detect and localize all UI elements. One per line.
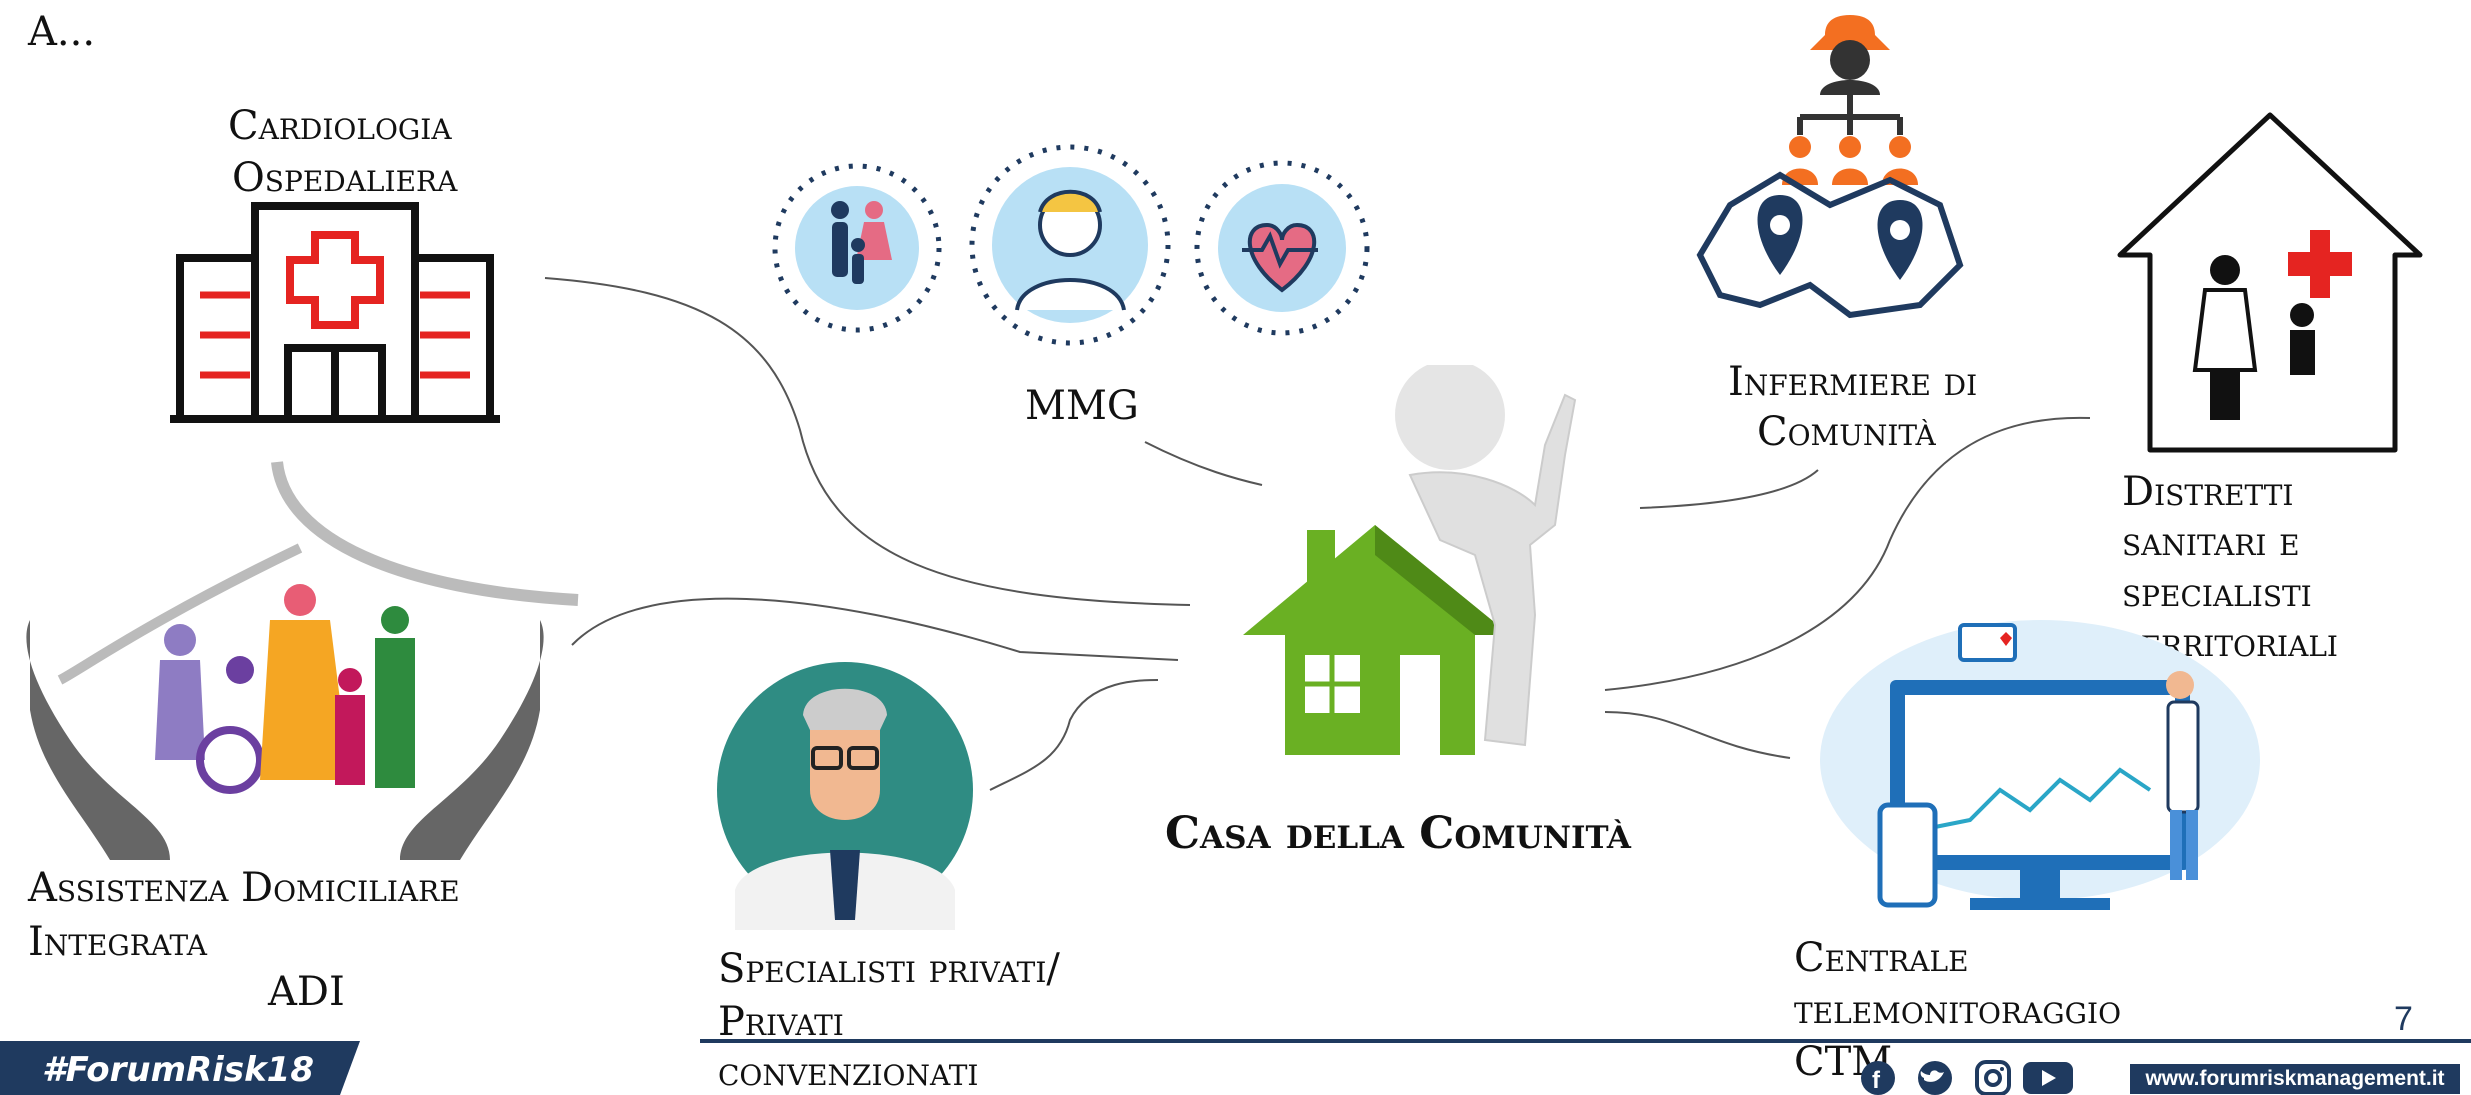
instagram-icon[interactable]: [1975, 1060, 2011, 1095]
distretti-label-3: specialisti: [2122, 570, 2312, 616]
specialisti-label-2: Privati: [718, 999, 844, 1045]
cardiologia-label-1: Cardiologia: [228, 103, 452, 149]
specialisti-label-3: convenzionati: [718, 1049, 979, 1095]
infermiere-label-1: Infermiere di: [1728, 359, 1978, 405]
adi-label-3: ADI: [268, 969, 345, 1015]
social-icons: f: [1861, 1060, 2073, 1095]
top-fragment: A...: [28, 9, 96, 55]
distretti-label-1: Distretti: [2122, 469, 2294, 515]
infermiere-label-2: Comunità: [1757, 409, 1936, 455]
specialisti-label-1: Specialisti privati/: [718, 946, 1060, 992]
center-label: Casa della Comunità: [1165, 808, 1631, 859]
ctm-label-1: Centrale: [1794, 935, 1969, 981]
youtube-icon[interactable]: [2023, 1062, 2073, 1094]
page-number: 7: [2394, 1000, 2413, 1038]
distretti-label-2: sanitari e: [2122, 519, 2300, 565]
adi-label-1: Assistenza Domiciliare: [28, 865, 460, 911]
adi-label-2: Integrata: [28, 919, 207, 965]
specialist-doctor-icon: [717, 662, 973, 930]
community-house-icon: [1243, 365, 1577, 755]
nurse-network-icon: [1696, 15, 1964, 319]
twitter-icon[interactable]: [1918, 1061, 1952, 1095]
doctor-icon: [969, 144, 1171, 346]
hospital-icon: [170, 202, 500, 423]
ctm-label-2: telemonitoraggio: [1794, 987, 2122, 1033]
heart-stethoscope-icon: [1194, 160, 1370, 336]
footer-hashtag: #ForumRisk18: [42, 1050, 314, 1090]
mmg-label: MMG: [1025, 383, 1139, 429]
cardiologia-label-2: Ospedaliera: [232, 155, 458, 201]
telemonitoring-icon: [1820, 620, 2260, 910]
mmg-icons: [772, 144, 1370, 346]
footer-url[interactable]: www.forumriskmanagement.it: [2130, 1064, 2460, 1094]
facebook-icon[interactable]: f: [1861, 1061, 1895, 1095]
family-icon: [772, 163, 942, 333]
family-care-hands-icon: [26, 584, 544, 860]
house-clinic-icon: [2117, 112, 2423, 453]
svg-text:f: f: [1872, 1067, 1881, 1094]
